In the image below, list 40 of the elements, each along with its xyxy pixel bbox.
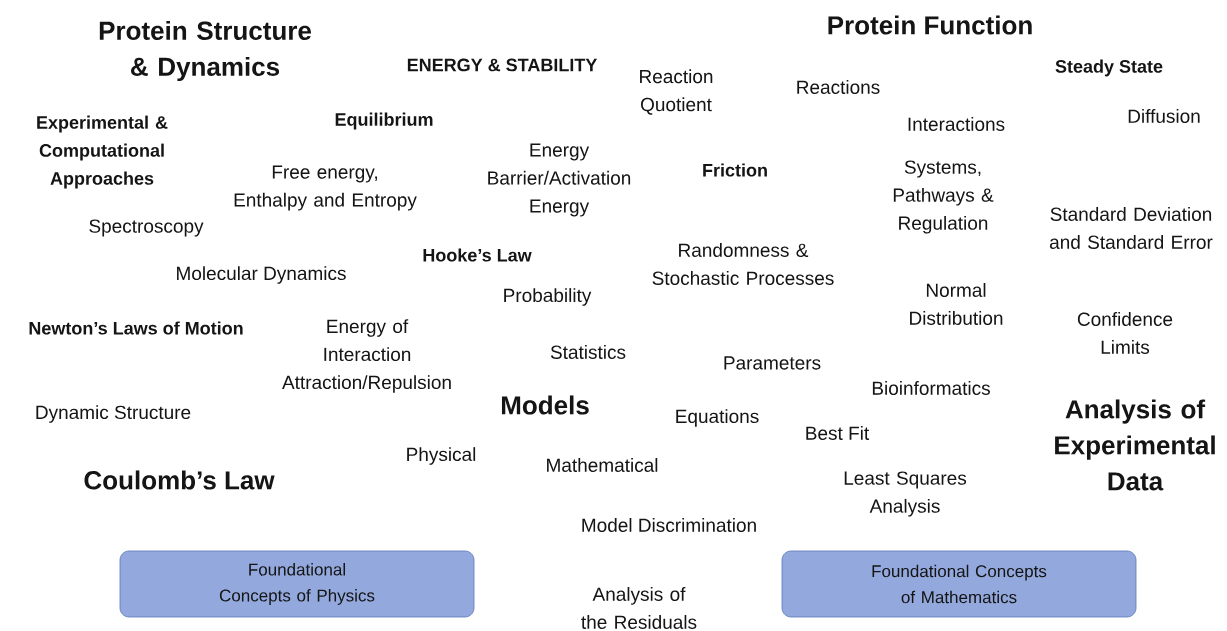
concept-label: Energy of Interaction Attraction/Repulsion — [282, 319, 451, 393]
concept-box: Foundational Concepts of Mathematics — [781, 550, 1137, 618]
topic-heading: Protein Structure & Dynamics — [99, 20, 311, 82]
concept-label: Energy Barrier/Activation Energy — [488, 143, 631, 217]
concept-label: Reaction Quotient — [640, 69, 713, 115]
topic-heading: Models — [501, 395, 589, 415]
concept-label: Molecular Dynamics — [177, 266, 346, 284]
topic-heading: Protein Function — [828, 15, 1032, 35]
concept-label: Hooke’s Law — [423, 248, 532, 262]
concept-label: Mathematical — [547, 458, 658, 472]
concept-label: Dynamic Structure — [36, 405, 191, 423]
concept-label: Steady State — [1055, 59, 1163, 77]
concept-label: Free energy, Enthalpy and Entropy — [234, 165, 417, 211]
concept-label: Normal Distribution — [910, 283, 1003, 325]
concept-label: Physical — [407, 447, 476, 465]
concept-label: ENERGY & STABILITY — [407, 58, 598, 72]
concept-label: Newton’s Laws of Motion — [29, 321, 243, 335]
concept-label: Parameters — [724, 356, 821, 370]
concept-label: Least Squares Analysis — [844, 471, 967, 517]
concept-label: Bioinformatics — [872, 381, 990, 395]
concept-label: Best Fit — [806, 426, 870, 440]
topic-heading: Coulomb’s Law — [84, 470, 275, 490]
concept-label: Confidence Limits — [1077, 312, 1173, 354]
concept-label: Interactions — [908, 117, 1005, 131]
topic-heading: Analysis of Experimental Data — [1055, 399, 1215, 491]
concept-label: Spectroscopy — [89, 219, 204, 237]
concept-box: Foundational Concepts of Physics — [119, 550, 475, 618]
concept-label: Randomness & Stochastic Processes — [652, 243, 834, 285]
concept-label: Equilibrium — [335, 112, 433, 130]
concept-label: Systems, Pathways & Regulation — [893, 160, 994, 234]
concept-label: Equations — [676, 409, 759, 427]
concept-label: Model Discrimination — [582, 518, 756, 532]
concept-label: Friction — [703, 163, 767, 177]
concept-label: Analysis of the Residuals — [581, 587, 697, 629]
concept-label: Reactions — [797, 80, 880, 94]
concept-label: Diffusion — [1128, 109, 1200, 123]
concept-label: Standard Deviation and Standard Error — [1049, 207, 1213, 249]
concept-label: Experimental & Computational Approaches — [37, 115, 168, 189]
concept-label: Statistics — [550, 345, 626, 359]
concept-label: Probability — [504, 288, 592, 306]
